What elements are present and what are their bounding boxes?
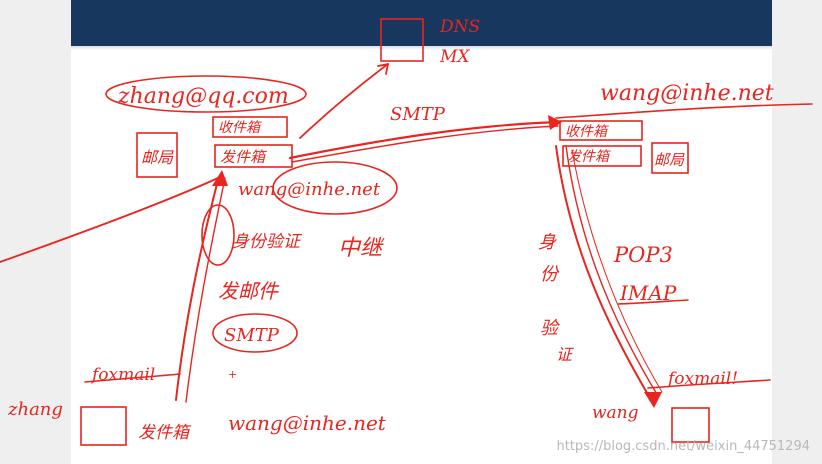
auth-right-3: 验 [540,318,560,339]
client-to-server-arrow [175,179,219,401]
receiver-server-box [651,142,689,174]
smtp-left-label: SMTP [224,325,280,346]
imap-underline [617,299,689,305]
receiver-inbox-box [559,120,643,141]
receiver-sendbox-box [562,145,642,167]
dns-lookup-arrow [299,63,389,139]
sender-outbox-box [212,116,288,138]
mx-label: MX [439,47,470,67]
title-bar-shadow [71,46,772,50]
receiver-inbox-label: 收件箱 [565,124,609,140]
client-left-name: zhang [7,399,63,420]
retrieve-arrow-stroke-2 [571,149,663,393]
client-right-name: wang [592,403,639,423]
auth-right-1: 身 [538,232,557,253]
relay-label: 中继 [338,236,385,261]
compose-to: wang@inhe.net [228,411,387,435]
client-left-underline [84,373,181,383]
auth-left-label: 身份验证 [232,232,303,252]
dns-arrowhead-icon [377,63,389,75]
retrieve-arrowhead-icon [644,392,662,408]
client-to-server-arrow-stroke [185,177,226,403]
relay-target: wang@inhe.net [238,179,381,200]
sender-outbox-label: 收件箱 [218,120,262,136]
auth-left-circle [201,204,235,266]
auth-right-4: 证 [556,345,575,364]
sender-server-stroke [0,177,219,263]
sender-server-box [136,132,178,178]
compose-label: 发件箱 [138,423,192,443]
receiver-address: wang@inhe.net [600,81,774,106]
client-arrowhead-icon [212,170,228,186]
smtp-top-label: SMTP [390,104,446,125]
dns-server-box [380,18,424,62]
retrieve-arrow-stroke [565,145,659,397]
auth-right-2: 份 [540,264,560,285]
receiver-sendbox-label: 发件箱 [567,149,611,165]
client-right-computer-box [671,407,710,443]
sender-address-circle [105,75,307,113]
send-mail-label: 发邮件 [218,279,280,303]
cursor-mark: + [228,368,237,381]
sender-address: zhang@qq.com [117,84,289,109]
receiver-address-underline [555,103,813,119]
smtp-arrowhead-icon [548,115,562,130]
client-left-computer-box [80,406,127,446]
dns-label: DNS [439,17,480,37]
slide-title-bar [71,0,772,47]
pop3-label: POP3 [613,243,673,267]
smtp-left-circle [212,313,298,353]
smtp-relay-arrow-stroke [291,125,559,163]
client-right-underline [647,379,771,389]
retrieve-arrow [555,145,651,399]
receiver-server-label: 邮局 [654,151,685,169]
watermark: https://blog.csdn.net/weixin_44751294 [556,439,810,454]
client-right-app: foxmail! [666,369,738,389]
smtp-relay-arrow [288,120,562,160]
sender-sendbox-box [214,144,293,168]
sender-server-label: 邮局 [141,148,174,167]
sender-sendbox-label: 发件箱 [220,148,268,166]
relay-target-circle [272,161,398,215]
client-left-app: foxmail [90,365,155,385]
